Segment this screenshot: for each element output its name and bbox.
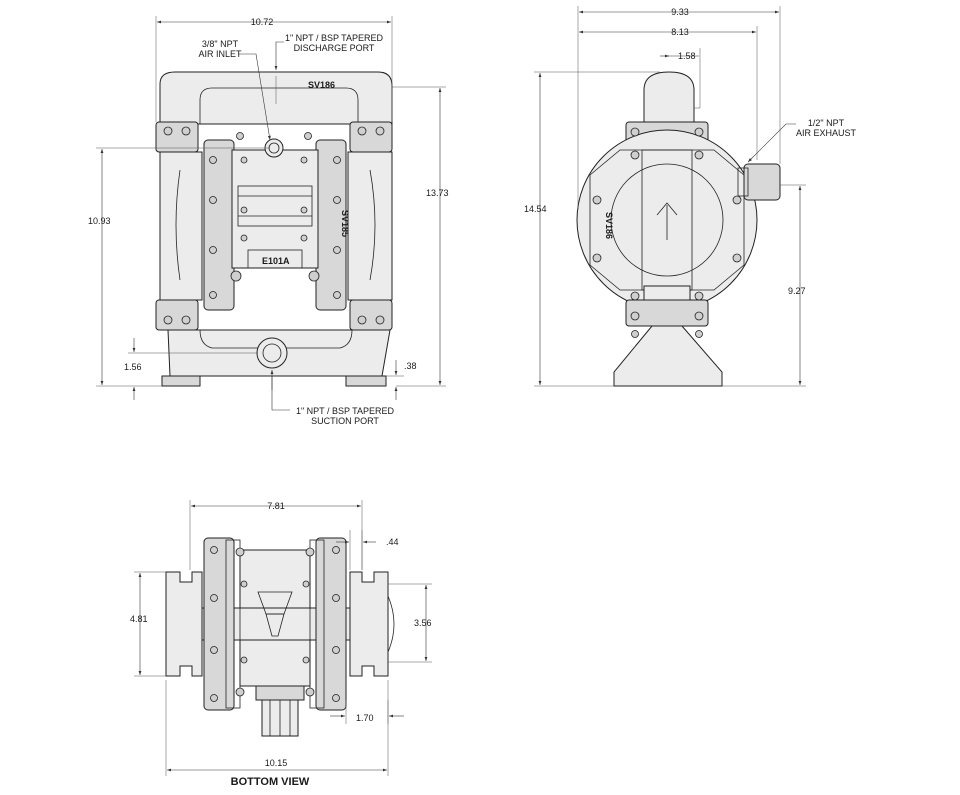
side-view: SV186 9.33 8.13 1.58 14.54 9.27 1/2" NPT…	[524, 6, 857, 387]
bottom-view-title: BOTTOM VIEW	[231, 776, 310, 788]
side-dim-overall-height: 14.54	[524, 204, 547, 214]
suction-note-line1: 1" NPT / BSP TAPERED	[296, 406, 395, 416]
side-dim-overall-width: 9.33	[671, 7, 689, 17]
side-dim-offset: 1.58	[678, 51, 696, 61]
air-inlet-note-line2: AIR INLET	[198, 49, 242, 59]
side-dim-body-width: 8.13	[671, 27, 689, 37]
front-dim-overall-width: 10.72	[251, 17, 274, 27]
front-stamp-side: SV185	[340, 210, 350, 237]
side-bolts	[592, 127, 742, 338]
air-inlet-note-line1: 3/8" NPT	[202, 39, 239, 49]
exhaust-note-line1: 1/2" NPT	[808, 118, 845, 128]
discharge-note-line1: 1" NPT / BSP TAPERED	[285, 33, 384, 43]
bottom-bolts	[210, 546, 340, 702]
bottom-dim-exhaust-offset: 1.70	[356, 713, 374, 723]
bottom-dim-inner-width: 7.81	[267, 501, 285, 511]
front-stamp-model: E101A	[262, 256, 290, 266]
front-view: SV186 SV185 E101A 10.72 13.73 10.93 1.56…	[88, 16, 449, 426]
side-dim-exhaust-height: 9.27	[788, 286, 806, 296]
front-stamp-top: SV186	[308, 80, 335, 90]
suction-note-line2: SUCTION PORT	[311, 416, 379, 426]
discharge-note-line2: DISCHARGE PORT	[294, 43, 375, 53]
bottom-dim-overall-width: 10.15	[265, 758, 288, 768]
front-dim-inlet-height: 10.93	[88, 216, 111, 226]
bottom-dim-port-spacing: 3.56	[414, 618, 432, 628]
bottom-view: 7.81 .44 4.81 3.56 1.70 10.15 BOTTOM VIE…	[130, 500, 432, 788]
front-dim-foot-height: .38	[404, 361, 417, 371]
front-dim-overall-height: 13.73	[426, 188, 449, 198]
bottom-dim-flange: .44	[386, 537, 399, 547]
exhaust-note-line2: AIR EXHAUST	[796, 128, 857, 138]
front-dim-suction-height: 1.56	[124, 362, 142, 372]
side-stamp: SV186	[604, 212, 614, 239]
bottom-dim-depth: 4.81	[130, 614, 148, 624]
front-bolts	[163, 126, 385, 325]
